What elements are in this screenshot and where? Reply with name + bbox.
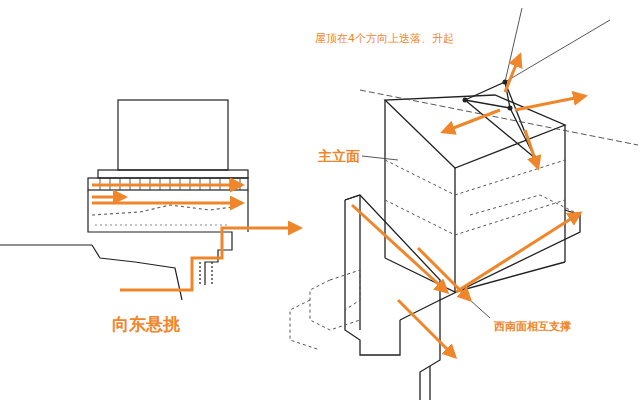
facade-label: 主立面 <box>316 148 362 165</box>
cantilever-title: 向东悬挑 <box>110 314 182 334</box>
support-note: 西南面相互支撑 <box>492 320 573 333</box>
roof-note: 屋顶在4个方向上迭落、升起 <box>313 32 456 45</box>
